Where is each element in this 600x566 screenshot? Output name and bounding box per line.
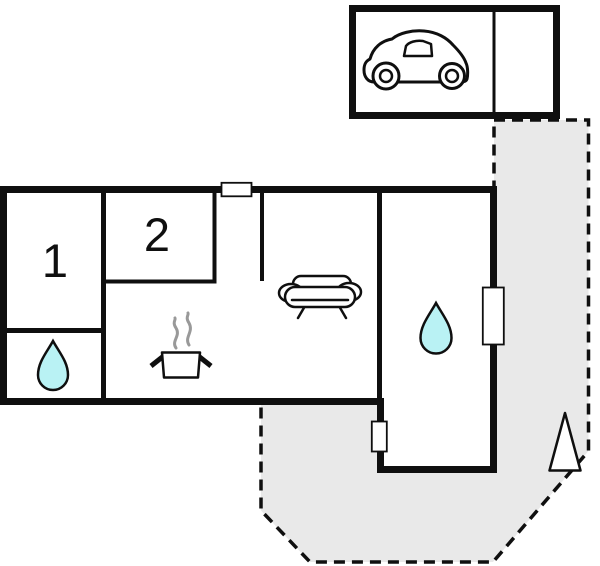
- car-wheel-front-hub: [378, 68, 394, 84]
- garage: [349, 5, 560, 119]
- room-2-label: 2: [144, 208, 170, 261]
- tree-icon: [548, 411, 582, 472]
- pot-handle-right: [197, 354, 213, 368]
- main-building-outline: [0, 186, 497, 473]
- water-drop-icon-bathroom: [36, 338, 70, 392]
- pot-body: [160, 351, 202, 379]
- window-icon-extension: [370, 420, 388, 453]
- cooking-pot-icon: [149, 351, 213, 379]
- car-icon: [362, 29, 470, 91]
- sofa-seat: [283, 285, 357, 309]
- interior-walls: [3, 193, 382, 400]
- pot-handle-left: [149, 354, 165, 368]
- steam-line-left: [172, 316, 179, 350]
- car-window: [402, 39, 434, 58]
- water-drop-icon-right-room: [419, 300, 453, 355]
- room-1-label: 1: [42, 234, 68, 287]
- wall-room2: [103, 193, 217, 284]
- window-icon-right: [481, 286, 505, 346]
- sofa-icon: [277, 274, 363, 320]
- car-wheel-rear-hub: [444, 68, 460, 84]
- steam-icon: [172, 311, 192, 350]
- steam-line-right: [185, 311, 192, 347]
- window-icon-top: [220, 181, 253, 198]
